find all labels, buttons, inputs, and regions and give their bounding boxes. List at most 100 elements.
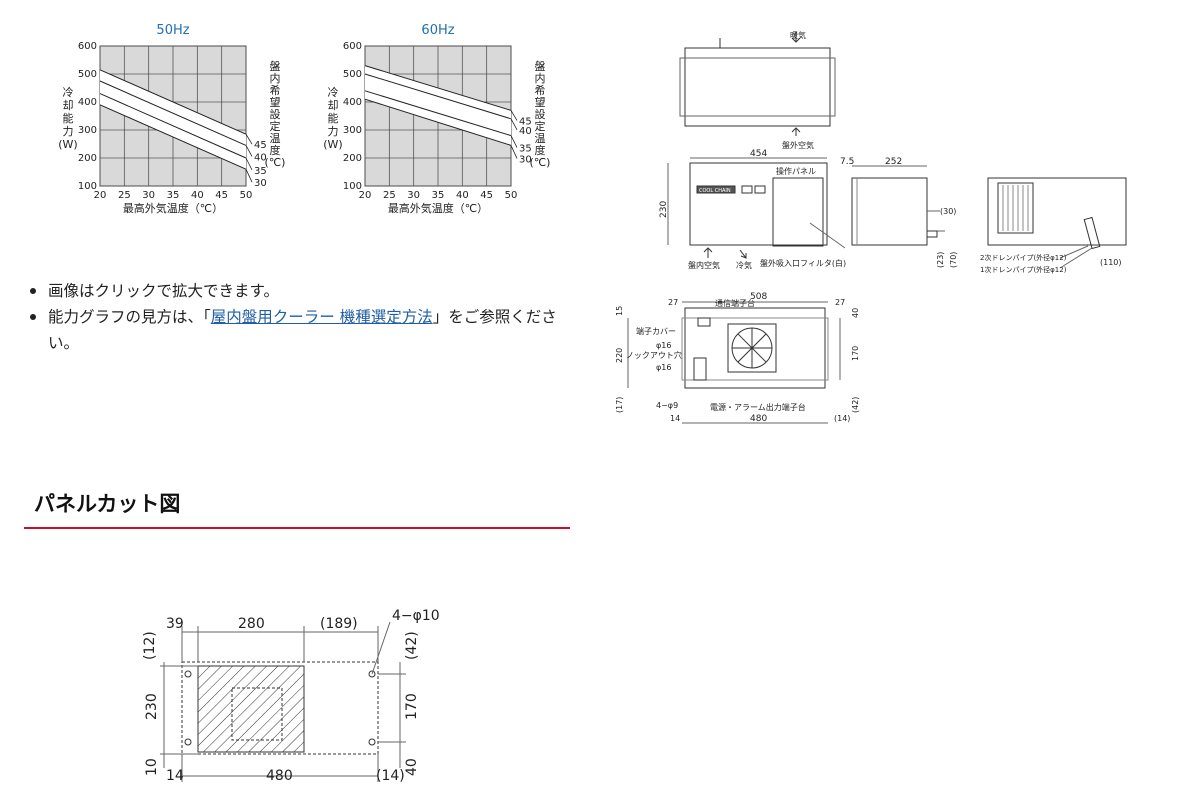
bottom-view-flange bbox=[681, 317, 829, 381]
power-terminal-box bbox=[693, 357, 707, 381]
y-tick-label: 300 bbox=[78, 125, 97, 136]
y-tick-label: 600 bbox=[343, 41, 362, 52]
series-label-45: 45 bbox=[519, 116, 532, 127]
series-label-45: 45 bbox=[254, 140, 267, 151]
y-axis-label: 冷却能力(W) bbox=[58, 86, 77, 151]
x-tick-label: 30 bbox=[407, 190, 420, 201]
outside-air-arrow bbox=[791, 127, 801, 136]
label-power-terminal: 電源・アラーム出力端子台 bbox=[710, 402, 806, 412]
x-tick-label: 20 bbox=[359, 190, 372, 201]
top-view-body bbox=[684, 47, 831, 127]
series-lead-35 bbox=[245, 157, 253, 171]
dim-14-left: 14 bbox=[670, 414, 680, 423]
front-view-body bbox=[689, 162, 828, 246]
series-lead-35 bbox=[510, 135, 518, 148]
x-tick-label: 30 bbox=[142, 190, 155, 201]
panel-cut-drawing[interactable]: 39 280 (189) 4−φ10 (12) (42) 230 170 10 … bbox=[140, 600, 460, 792]
label-holes: 4−φ10 bbox=[392, 608, 440, 624]
series-label-35: 35 bbox=[519, 144, 532, 155]
y-tick-label: 600 bbox=[78, 41, 97, 52]
dim-7-5: 7.5 bbox=[840, 157, 854, 167]
label-exhaust: 暖気 bbox=[790, 30, 806, 40]
series-line-40 bbox=[364, 73, 512, 120]
series-label-40: 40 bbox=[519, 126, 532, 137]
dim-27-right: 27 bbox=[835, 298, 845, 307]
series-line-45 bbox=[99, 69, 247, 135]
dim-230: 230 bbox=[144, 693, 160, 720]
series-lead-30 bbox=[245, 169, 253, 183]
dim-480: 480 bbox=[266, 768, 293, 784]
x-axis-label: 最高外気温度（℃） bbox=[123, 201, 223, 215]
dim-40: 40 bbox=[404, 758, 420, 776]
series-label-35: 35 bbox=[254, 166, 267, 177]
series-lead-30 bbox=[510, 145, 518, 159]
brand-label: COOL CHAIN bbox=[699, 188, 731, 194]
rear-grille bbox=[997, 182, 1034, 234]
dim-15: 15 bbox=[615, 306, 624, 316]
dim-23: (23) bbox=[936, 252, 945, 268]
x-tick-label: 45 bbox=[215, 190, 228, 201]
dim-508: 508 bbox=[750, 292, 767, 302]
series-lead-40 bbox=[510, 118, 518, 130]
y-tick-label: 500 bbox=[78, 69, 97, 80]
right-axis-label: 盤内希望設定温度(℃) bbox=[530, 60, 551, 169]
y-tick-label: 400 bbox=[78, 97, 97, 108]
dim-280: 280 bbox=[238, 616, 265, 632]
dim-220: 220 bbox=[615, 348, 624, 363]
dim-30: (30) bbox=[940, 207, 956, 216]
series-line-30 bbox=[99, 104, 247, 170]
cool-air-arrow bbox=[739, 249, 747, 259]
y-tick-label: 200 bbox=[78, 153, 97, 164]
y-tick-label: 100 bbox=[78, 181, 97, 192]
dim-189: (189) bbox=[320, 616, 358, 632]
dim-170: 170 bbox=[404, 693, 420, 720]
note-list: 画像はクリックで拡大できます。 能力グラフの見方は、「屋内盤用クーラー 機種選定… bbox=[28, 278, 573, 356]
dim-17: (17) bbox=[615, 397, 624, 413]
dim-70: (70) bbox=[949, 252, 958, 268]
label-comm-terminal: 通信端子台 bbox=[715, 298, 755, 308]
y-tick-label: 100 bbox=[343, 181, 362, 192]
cutout-area bbox=[197, 665, 305, 753]
dim-39: 39 bbox=[166, 616, 184, 632]
list-item: 能力グラフの見方は、「屋内盤用クーラー 機種選定方法」をご参照ください。 bbox=[28, 304, 573, 356]
label-drain-2: 2次ドレンパイプ(外径φ12) bbox=[980, 253, 1067, 262]
mount-hole bbox=[184, 738, 192, 746]
dim-27-left: 27 bbox=[668, 298, 678, 307]
label-outside-air-top: 盤外空気 bbox=[782, 140, 814, 150]
label-terminal-cover: 端子カバー bbox=[636, 326, 676, 336]
series-label-40: 40 bbox=[254, 152, 267, 163]
y-tick-label: 300 bbox=[343, 125, 362, 136]
top-view-flange bbox=[679, 57, 836, 117]
y-tick-label: 200 bbox=[343, 153, 362, 164]
inner-outline bbox=[231, 687, 283, 741]
series-line-40 bbox=[99, 80, 247, 146]
x-tick-label: 35 bbox=[167, 190, 180, 201]
chart-title: 50Hz bbox=[156, 23, 189, 38]
y-tick-label: 500 bbox=[343, 69, 362, 80]
x-tick-label: 50 bbox=[240, 190, 253, 201]
series-line-35 bbox=[364, 90, 512, 137]
panel-outline bbox=[181, 661, 379, 755]
series-lead-45 bbox=[510, 110, 518, 121]
section-title: パネルカット図 bbox=[34, 492, 181, 516]
front-view-panel bbox=[772, 177, 824, 247]
label-filter: 盤外吸入口フィルタ(白) bbox=[760, 258, 846, 268]
dim-10: 10 bbox=[144, 758, 160, 776]
dim-14-left: 14 bbox=[166, 768, 184, 784]
chart-title: 60Hz bbox=[421, 23, 454, 38]
selection-guide-link[interactable]: 屋内盤用クーラー 機種選定方法 bbox=[210, 308, 433, 326]
dim-42: (42) bbox=[404, 631, 420, 660]
comm-terminal-box bbox=[697, 317, 711, 327]
drain-pipe-side bbox=[926, 230, 938, 238]
drain-pipe-rear bbox=[1083, 216, 1101, 250]
dim-252: 252 bbox=[885, 157, 902, 167]
external-dimension-drawing[interactable]: 暖気 盤外空気 454 操作パネル COOL CHAIN 230 盤内空気 冷気… bbox=[600, 18, 1160, 438]
mount-hole bbox=[368, 670, 376, 678]
label-operation-panel: 操作パネル bbox=[776, 166, 816, 176]
mount-hole bbox=[184, 670, 192, 678]
x-tick-label: 35 bbox=[432, 190, 445, 201]
x-tick-label: 20 bbox=[94, 190, 107, 201]
section-divider bbox=[24, 527, 570, 529]
